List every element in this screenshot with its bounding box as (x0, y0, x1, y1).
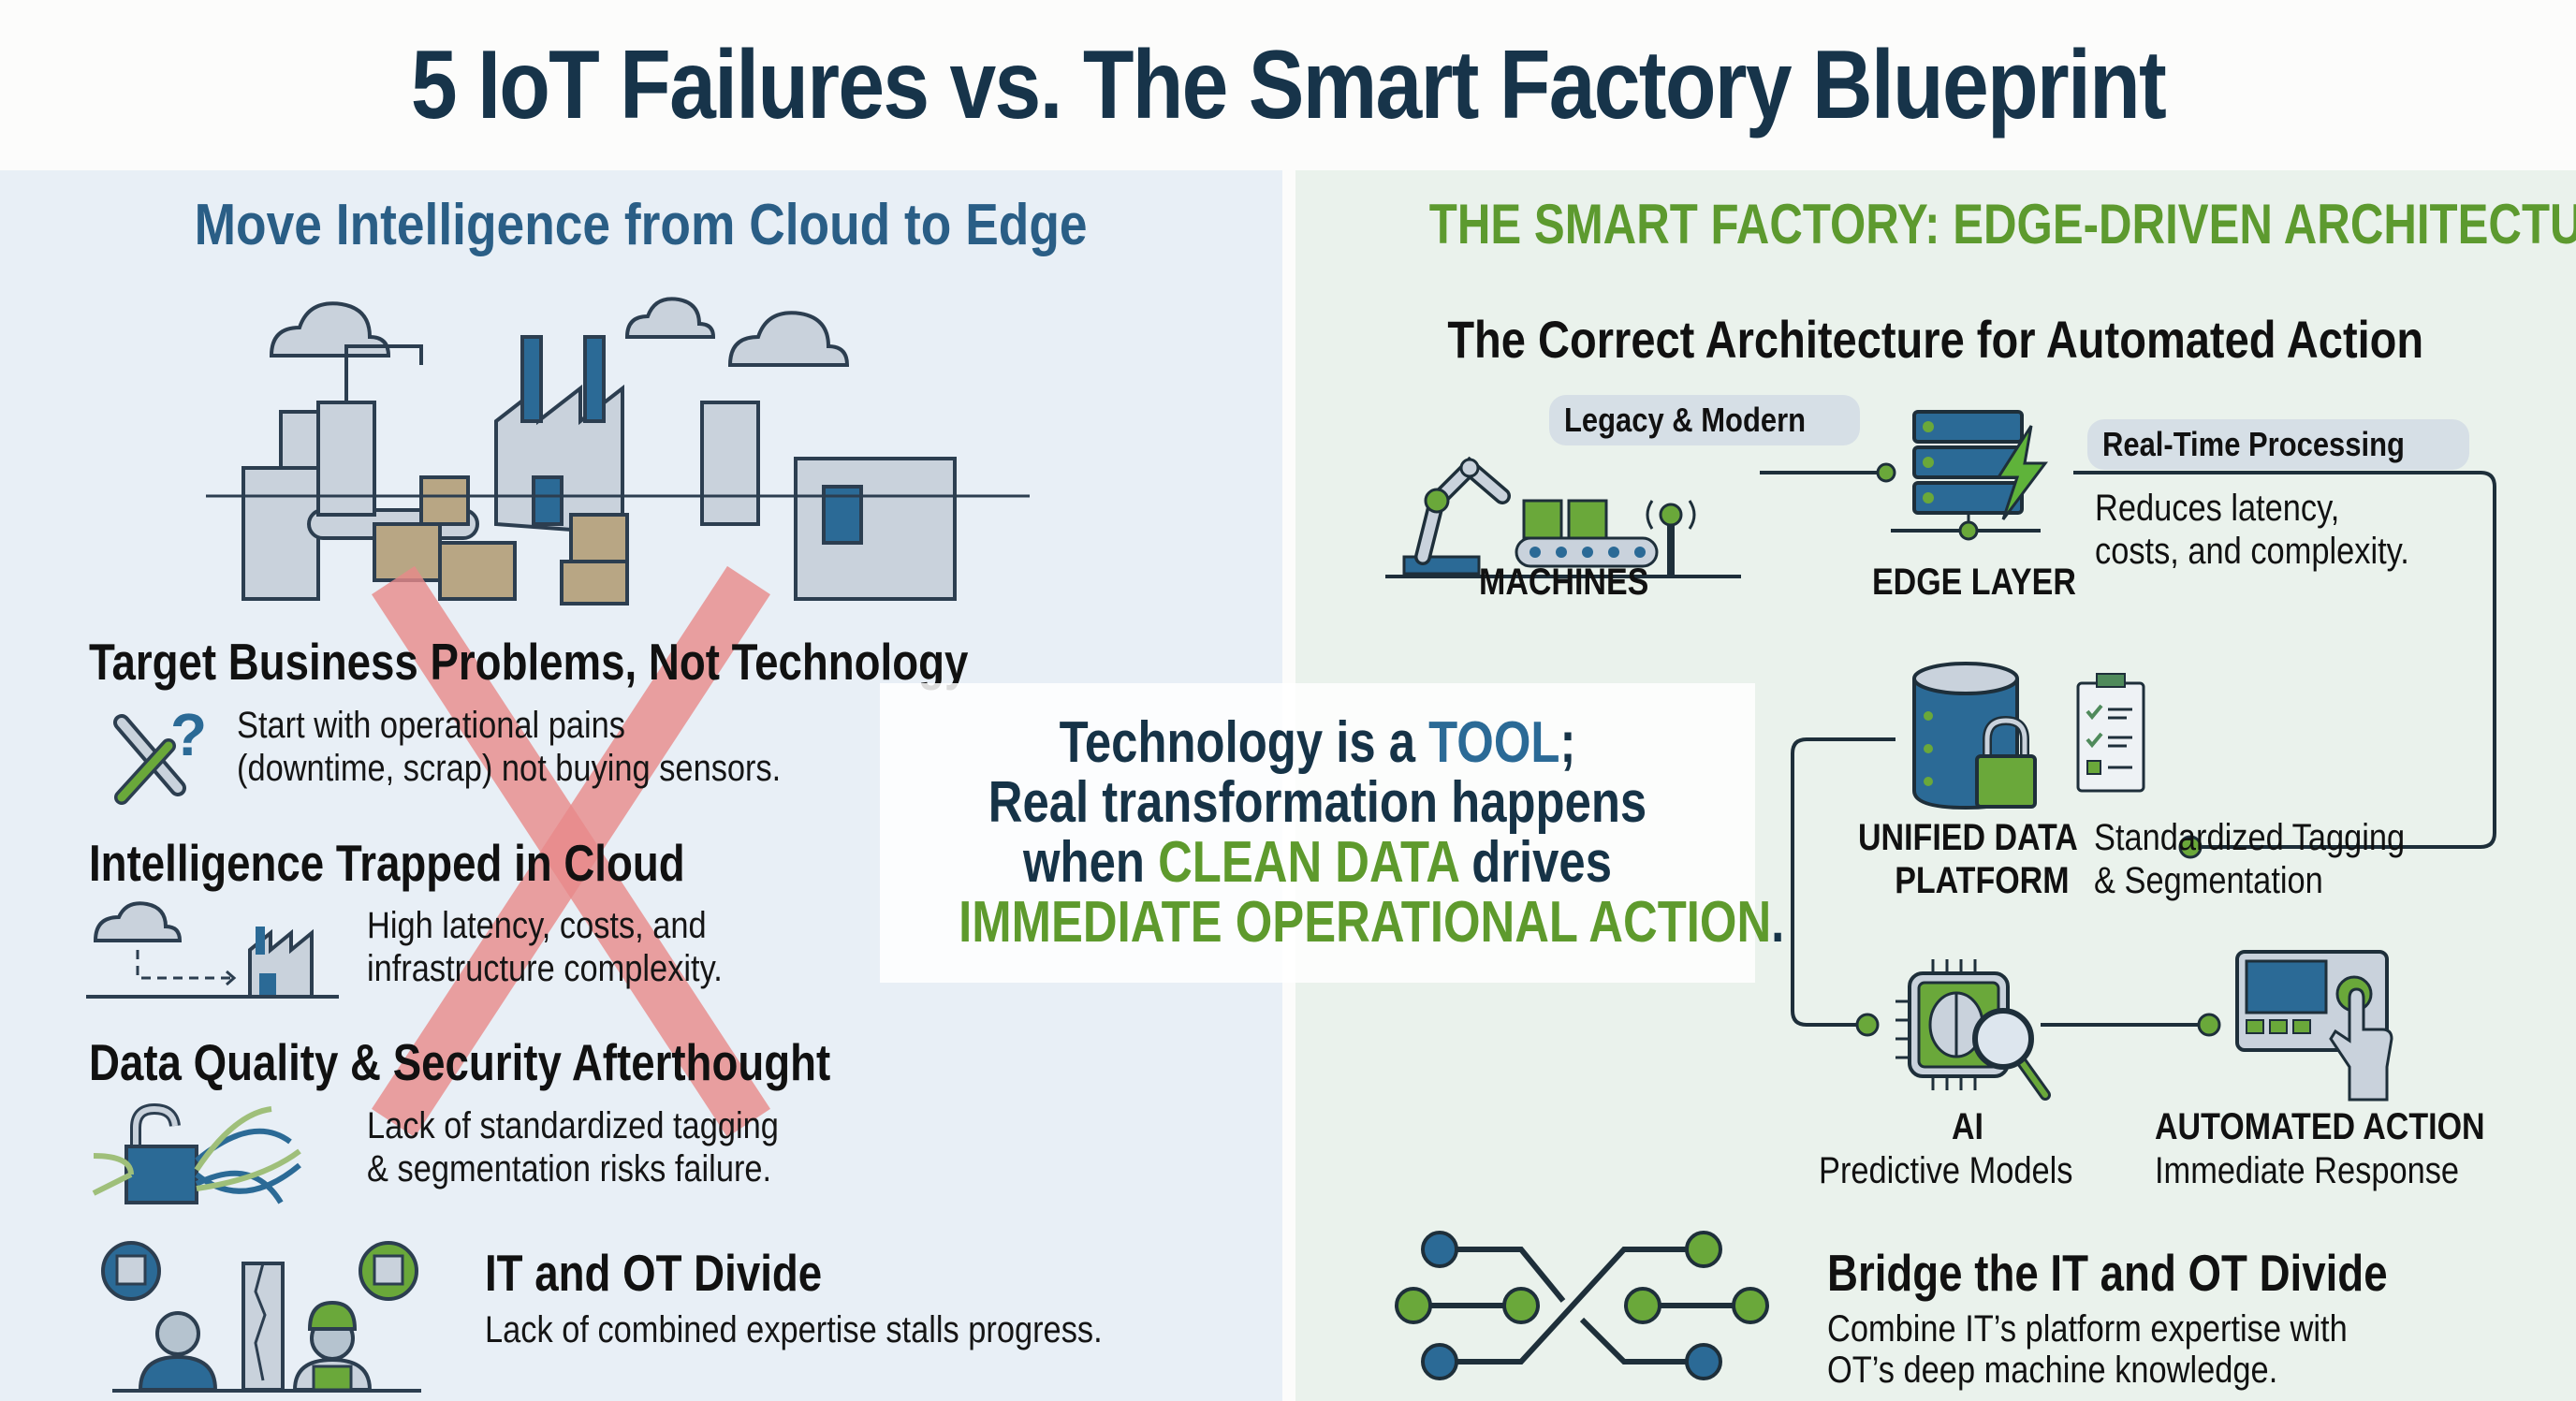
edge-layer-label: EDGE LAYER (1872, 562, 2076, 603)
failure-1-title: Target Business Problems, Not Technology (89, 633, 969, 691)
factory-illustration (206, 297, 1030, 606)
robot-hand-panel-icon (2235, 950, 2393, 1102)
failure-4-text: Lack of combined expertise stalls progre… (485, 1309, 1103, 1350)
divided-workers-icon (101, 1241, 421, 1393)
server-lightning-icon (1891, 410, 2048, 541)
architecture-subheading: The Correct Architecture for Automated A… (1447, 310, 2424, 369)
bridge-title: Bridge the IT and OT Divide (1827, 1244, 2388, 1302)
crossing-circuit-icon (1395, 1231, 1769, 1380)
failure-3-text: Lack of standardized tagging & segmentat… (367, 1105, 779, 1189)
key-message-callout: Technology is a TOOL; Real transformatio… (880, 683, 1784, 983)
red-cross-mark (371, 565, 771, 1138)
svg-text:?: ? (170, 701, 207, 768)
edge-description: Reduces latency, costs, and complexity. (2095, 488, 2409, 572)
automated-action-description: Immediate Response (2155, 1150, 2460, 1191)
machines-tag: Legacy & Modern (1549, 395, 1861, 445)
wrench-question-icon: ? (113, 701, 207, 805)
failure-1-text: Start with operational pains (downtime, … (237, 705, 782, 789)
machines-label: MACHINES (1479, 562, 1649, 603)
failure-3-title: Data Quality & Security Afterthought (89, 1033, 831, 1091)
bridge-description: Combine IT’s platform expertise with OT’… (1827, 1308, 2348, 1391)
cloud-to-factory-icon (86, 901, 339, 999)
failure-4-title: IT and OT Divide (485, 1244, 823, 1302)
platform-label: UNIFIED DATA PLATFORM (1858, 817, 2078, 901)
page-title: 5 IoT Failures vs. The Smart Factory Blu… (410, 30, 2167, 139)
database-lock-icon (1912, 662, 2145, 810)
ai-label: AI (1952, 1106, 1983, 1147)
platform-description: Standardized Tagging & Segmentation (2094, 817, 2406, 901)
right-panel-heading: THE SMART FACTORY: EDGE-DRIVEN ARCHITECT… (1428, 193, 2576, 255)
broken-lock-tangled-wires-icon (92, 1102, 301, 1204)
left-panel-heading: Move Intelligence from Cloud to Edge (195, 193, 1088, 257)
failure-2-title: Intelligence Trapped in Cloud (89, 834, 685, 892)
automated-action-label: AUTOMATED ACTION (2155, 1106, 2485, 1147)
edge-tag: Real-Time Processing (2087, 419, 2469, 470)
failure-2-text: High latency, costs, and infrastructure … (367, 905, 723, 989)
ai-description: Predictive Models (1819, 1150, 2073, 1191)
brain-chip-magnifier-icon (1895, 959, 2051, 1101)
robot-arm-conveyor-icon (1385, 456, 1741, 578)
